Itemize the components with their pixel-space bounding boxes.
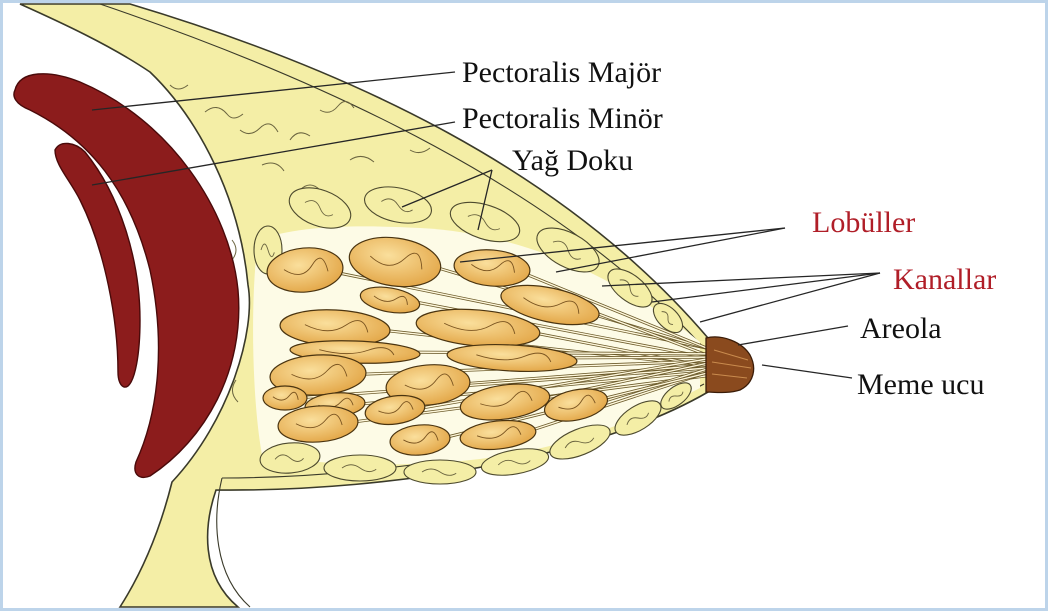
fat-lobule — [404, 460, 476, 484]
gland-lobule-body — [263, 386, 307, 410]
gland-lobule — [263, 386, 307, 410]
pectoralis-major-label: Pectoralis Majör — [462, 56, 661, 89]
pectoralis-minor-label: Pectoralis Minör — [462, 102, 663, 135]
ducts-label: Kanallar — [893, 263, 996, 296]
fat-lobule — [324, 455, 396, 481]
areola-label: Areola — [860, 312, 942, 345]
lobules-label: Lobüller — [812, 206, 915, 239]
fat-tissue-label: Yağ Doku — [512, 144, 633, 177]
nipple-label: Meme ucu — [857, 368, 984, 401]
